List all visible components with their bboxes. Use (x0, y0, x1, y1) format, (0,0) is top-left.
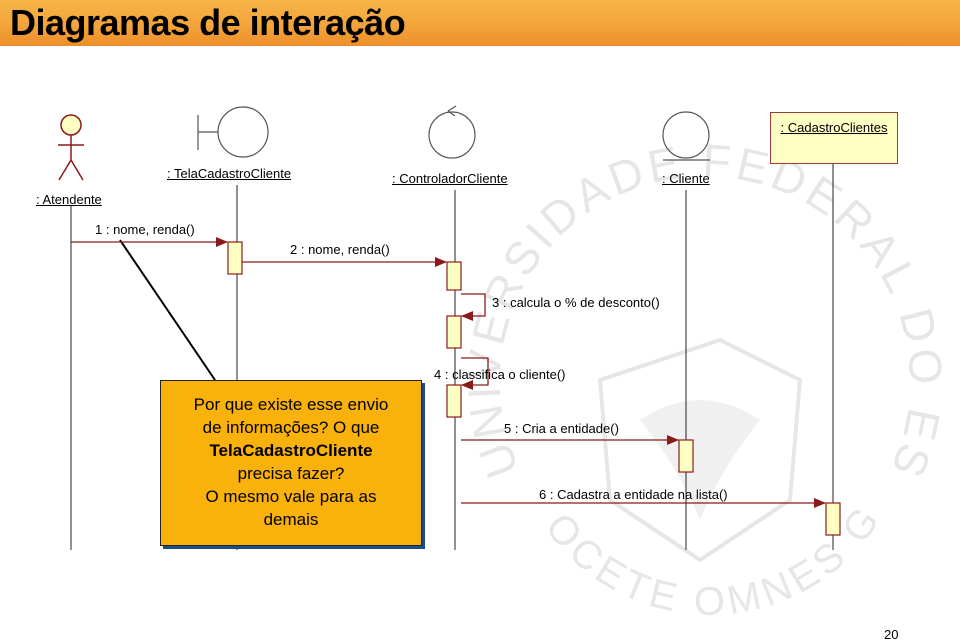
object-label-controlador: : ControladorCliente (392, 171, 508, 186)
actor-atendente-icon (58, 114, 84, 181)
activation-controlador-1 (446, 261, 462, 291)
activation-tela (227, 241, 243, 275)
message-label-m2: 2 : nome, renda() (290, 242, 390, 257)
message-label-m3: 3 : calcula o % de desconto() (492, 295, 660, 310)
note-line-6: demais (263, 510, 319, 529)
activation-controlador-2 (446, 315, 462, 349)
object-box-cadastro: : CadastroClientes (770, 112, 898, 164)
page-number-area (868, 617, 960, 642)
message-arrows (71, 237, 826, 508)
control-icon (428, 105, 476, 159)
watermark-seal: UNIVERSIDADE FEDERAL DO ESPIRITO SANTO O… (0, 0, 949, 624)
note-box: Por que existe esse envio de informações… (160, 380, 422, 546)
object-label-atendente: : Atendente (36, 192, 102, 207)
page-number: 20 (884, 627, 899, 642)
title-bar: Diagramas de interação (0, 0, 960, 46)
object-label-cadastro: : CadastroClientes (780, 120, 888, 135)
page-title: Diagramas de interação (10, 2, 406, 43)
activation-cliente (678, 439, 694, 473)
note-line-4: precisa fazer? (237, 464, 345, 483)
activation-cadastro (825, 502, 841, 536)
boundary-icon (197, 106, 269, 158)
message-label-m6: 6 : Cadastra a entidade na lista() (539, 487, 728, 502)
message-label-m5: 5 : Cria a entidade() (504, 421, 619, 436)
entity-icon (662, 111, 710, 161)
watermark-motto: OCETE OMNES GENTES (0, 0, 886, 624)
watermark-text: UNIVERSIDADE FEDERAL DO ESPIRITO SANTO (0, 0, 949, 488)
arrow-m4 (461, 357, 489, 390)
object-label-cliente: : Cliente (662, 171, 710, 186)
activation-controlador-3 (446, 384, 462, 418)
arrow-m3 (461, 293, 486, 321)
note-line-3: TelaCadastroCliente (209, 441, 373, 460)
message-label-m1: 1 : nome, renda() (95, 222, 195, 237)
object-label-tela: : TelaCadastroCliente (167, 166, 292, 181)
note-line-2: de informações? O que (202, 418, 380, 437)
activations (227, 241, 841, 536)
note-line-5: O mesmo vale para as (205, 487, 377, 506)
watermark-shield (597, 337, 803, 563)
note-connector (119, 239, 216, 381)
watermark-emblem (640, 400, 760, 520)
note-line-1: Por que existe esse envio (193, 395, 389, 414)
message-label-m4: 4 : classifica o cliente() (434, 367, 566, 382)
